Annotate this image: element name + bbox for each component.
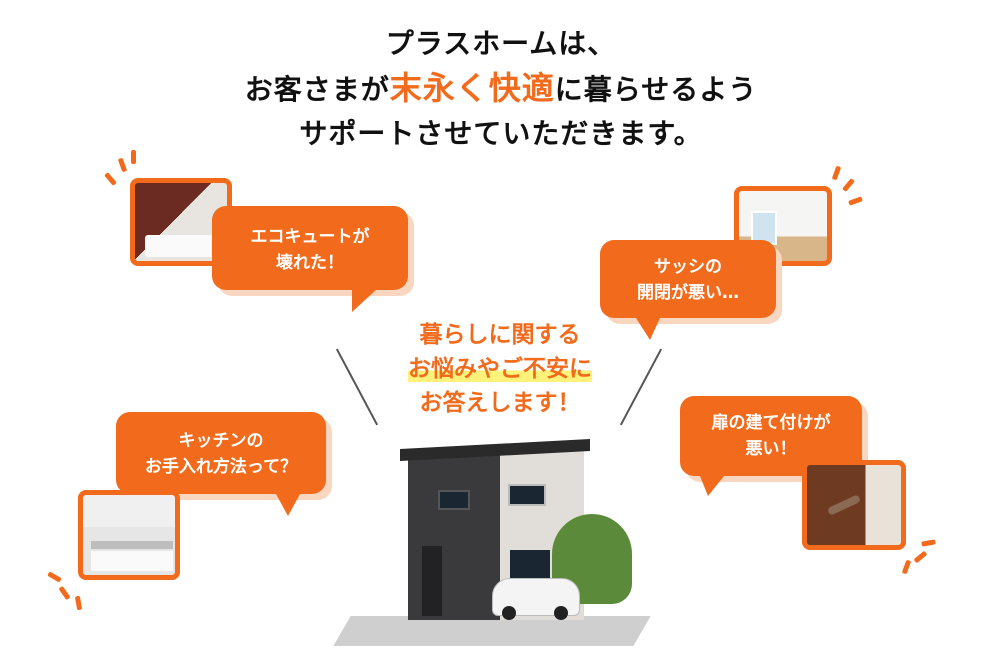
- bubble-sash-line-2: 開閉が悪い…: [637, 283, 739, 303]
- divider-line-left: [335, 348, 379, 426]
- divider-line-right: [619, 348, 663, 426]
- ray-decoration: [117, 157, 128, 173]
- bubble-tail: [636, 318, 660, 340]
- center-message-line-1: 暮らしに関する: [419, 322, 581, 348]
- headline-line-3: サポートさせていただきます。: [299, 117, 703, 150]
- center-message-line-3: お答えします！: [419, 390, 581, 416]
- ray-decoration: [921, 539, 936, 547]
- center-message-highlight: お悩みやご不安に: [408, 356, 592, 382]
- headline-highlight: 末永く快適: [389, 69, 555, 107]
- ray-decoration: [131, 150, 136, 164]
- sash-room-photo: [734, 186, 832, 266]
- headline-line-2-post: に暮らせるよう: [554, 73, 758, 106]
- bubble-tail: [352, 290, 376, 312]
- bubble-tail: [700, 476, 724, 496]
- ray-decoration: [47, 571, 62, 583]
- bubble-ecocute-line-2: 壊れた！: [276, 253, 344, 273]
- bubble-sash-line-1: サッシの: [654, 257, 722, 277]
- ray-decoration: [104, 172, 117, 186]
- center-message-line-2: お悩みやご不安に: [380, 352, 620, 386]
- bubble-door-line-1: 扉の建て付けが: [711, 413, 831, 433]
- bubble-sash: サッシの 開閉が悪い…: [600, 240, 776, 340]
- headline-line-2: お客さまが末永く快適に暮らせるよう: [0, 66, 1002, 112]
- door-handle-photo: [802, 460, 906, 550]
- bubble-kitchen: キッチンの お手入れ方法って？: [116, 412, 326, 516]
- page-headline: プラスホームは、 お客さまが末永く快適に暮らせるよう サポートさせていただきます…: [0, 22, 1002, 156]
- ray-decoration: [74, 595, 83, 611]
- ray-decoration: [848, 196, 863, 206]
- headline-line-2-pre: お客さまが: [244, 73, 390, 106]
- center-message: 暮らしに関する お悩みやご不安に お答えします！: [380, 318, 620, 420]
- bubble-door-line-2: 悪い！: [745, 439, 797, 459]
- bubble-ecocute-line-1: エコキュートが: [250, 227, 370, 247]
- ray-decoration: [842, 178, 855, 192]
- bubble-ecocute: エコキュートが 壊れた！: [212, 206, 408, 312]
- ray-decoration: [831, 165, 842, 181]
- kitchen-photo: [78, 490, 180, 580]
- bubble-tail: [276, 494, 300, 516]
- bubble-kitchen-line-1: キッチンの: [178, 431, 264, 451]
- house-illustration: [333, 439, 651, 650]
- ray-decoration: [58, 585, 71, 601]
- headline-line-1: プラスホームは、: [385, 27, 617, 60]
- ray-decoration: [901, 559, 912, 575]
- ray-decoration: [913, 550, 928, 564]
- bubble-kitchen-line-2: お手入れ方法って？: [144, 457, 298, 477]
